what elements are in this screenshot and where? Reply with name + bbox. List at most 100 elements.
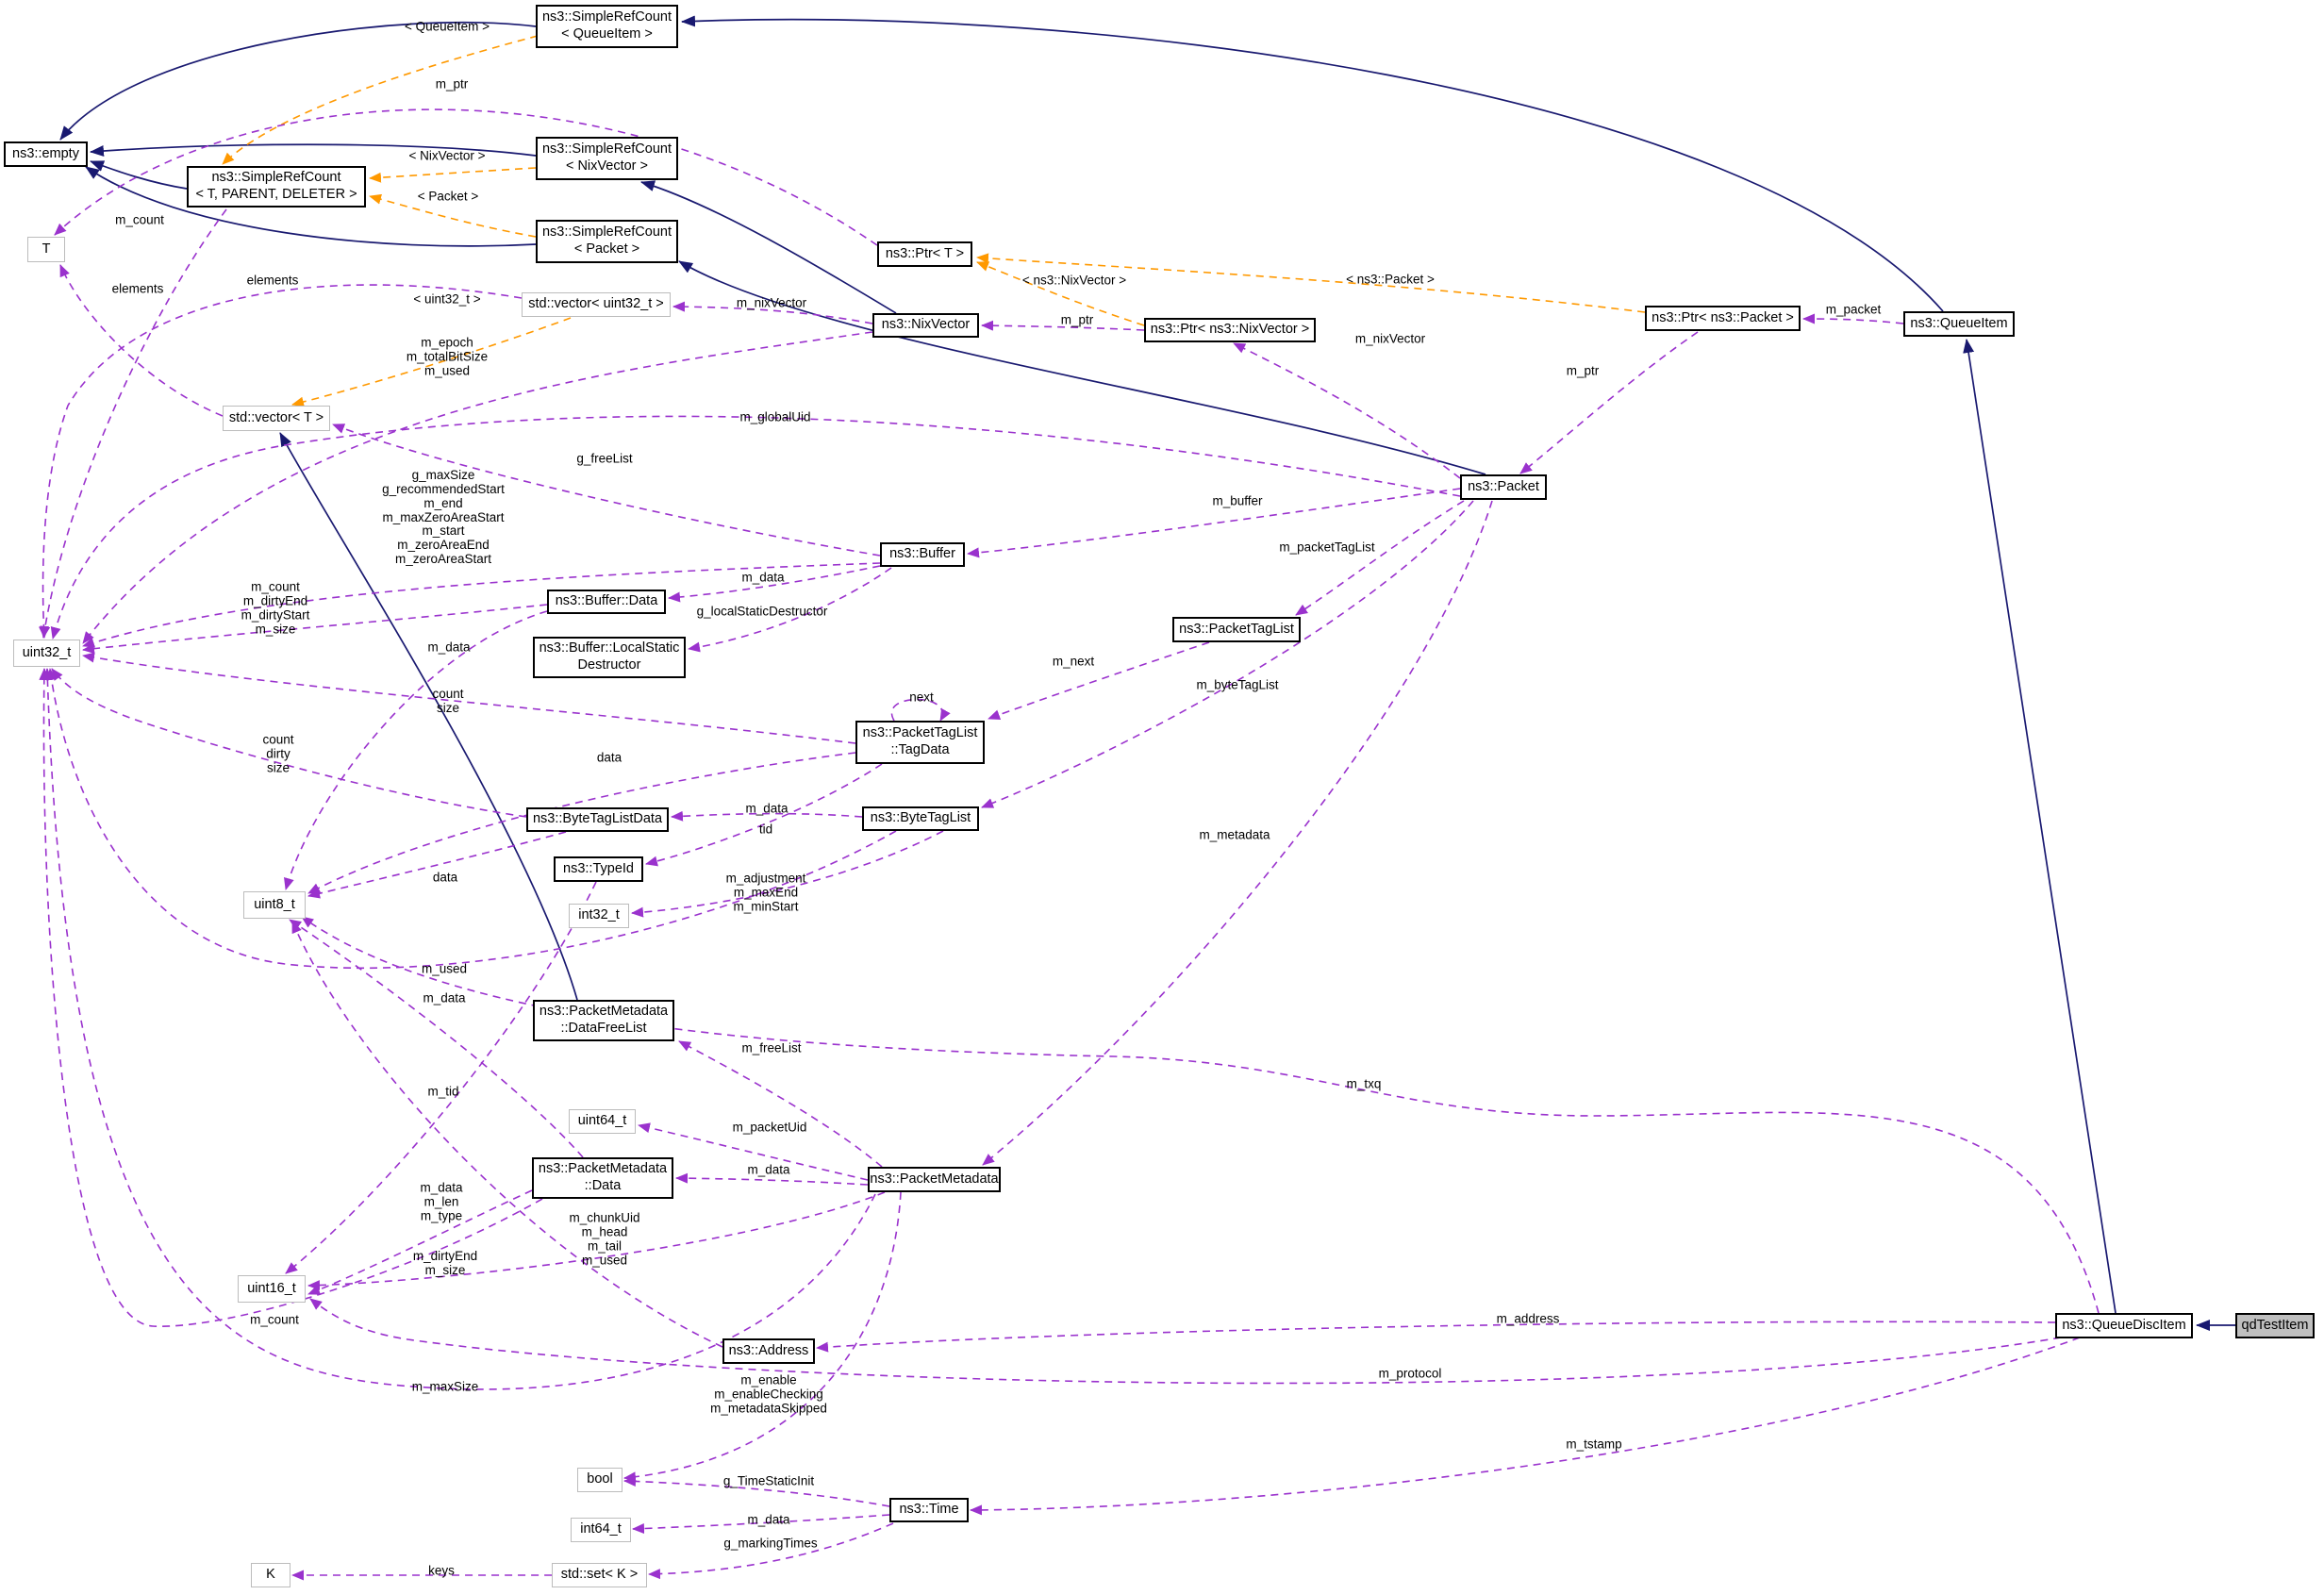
class-box-set-k: std::set< K >: [552, 1563, 647, 1587]
edge-tagdata-data: [307, 752, 856, 894]
edge-bytetaglistdata-data: [307, 831, 567, 899]
edge-pm-data-m-count: [39, 668, 543, 1327]
edge-packetmetadata-m-freelist: [678, 1040, 883, 1168]
class-box-uint64: uint64_t: [569, 1109, 636, 1134]
edge-packetmetadata-m-maxsize: [42, 668, 876, 1390]
class-box-int32: int32_t: [569, 904, 629, 928]
edge-ptr-t-m-ptr: [54, 108, 878, 246]
class-box-uint8: uint8_t: [243, 891, 306, 919]
class-box-nixvector[interactable]: ns3::NixVector: [872, 313, 979, 338]
class-box-uint16: uint16_t: [238, 1275, 306, 1303]
class-box-address[interactable]: ns3::Address: [722, 1338, 815, 1364]
class-box-k: K: [251, 1563, 290, 1587]
class-box-ptr-packet[interactable]: ns3::Ptr< ns3::Packet >: [1645, 306, 1801, 331]
class-box-queuediscitem[interactable]: ns3::QueueDiscItem: [2055, 1313, 2193, 1338]
class-box-bytetaglist[interactable]: ns3::ByteTagList: [862, 806, 979, 831]
edge-tmpl-ns3-packet: [976, 253, 1646, 313]
edge-bytetaglist-m-used: [46, 668, 897, 970]
edge-tagdata-next: [890, 698, 951, 722]
edge-tmpl-ns3-nixvector: [976, 261, 1145, 326]
edge-packet-m-nixvector: [1233, 342, 1461, 479]
edge-simplerefcount-nixvector-to-empty: [90, 143, 537, 157]
edge-queuediscitem-m-protocol: [309, 1298, 2062, 1385]
edge-buffer-g-localstaticdestructor: [688, 567, 892, 653]
edge-tmpl-uint32: [291, 317, 572, 407]
edge-bytetaglist-m-data: [671, 810, 863, 822]
edge-tmpl-packet: [369, 193, 537, 238]
edge-queueitem-m-packet: [1802, 313, 1904, 324]
edge-bytetaglist-adjustments: [631, 830, 944, 918]
edge-address-members: [291, 921, 723, 1348]
class-box-time[interactable]: ns3::Time: [889, 1498, 969, 1522]
edge-packet-m-buffer: [967, 488, 1461, 558]
edge-nixvector-counters: [82, 331, 873, 644]
edge-time-g-timestaticinit: [623, 1475, 890, 1507]
class-box-empty[interactable]: ns3::empty: [4, 141, 88, 167]
edge-buffer-m-data: [668, 565, 881, 603]
edge-packetmetadata-uint16-members: [307, 1191, 886, 1291]
edge-buffer-g-freelist: [332, 424, 881, 557]
class-box-vector-t: std::vector< T >: [223, 406, 330, 431]
class-box-ptr-t[interactable]: ns3::Ptr< T >: [877, 241, 972, 267]
class-box-buffer-data[interactable]: ns3::Buffer::Data: [547, 590, 666, 614]
class-box-qdtestitem: qdTestItem: [2235, 1313, 2315, 1338]
class-box-int64: int64_t: [571, 1518, 631, 1542]
edge-simplerefcount-t-parent-deleter-to-empty: [90, 160, 188, 190]
class-box-packettaglist[interactable]: ns3::PacketTagList: [1172, 617, 1301, 642]
edge-packetmetadata-m-packetuid: [638, 1122, 869, 1181]
edge-queuediscitem-m-address: [816, 1321, 2056, 1353]
edge-pm-data-m-data: [289, 919, 584, 1158]
edge-tagdata-count-size: [82, 652, 856, 744]
edge-packettaglist-m-next: [988, 641, 1210, 720]
edge-datafreelist-to-vector-t: [279, 432, 578, 1001]
class-box-bool: bool: [577, 1468, 622, 1492]
edge-time-g-markingtimes: [648, 1522, 894, 1580]
edge-time-m-data: [632, 1514, 890, 1535]
edge-typeid-m-tid: [285, 881, 597, 1274]
edge-buffer-bounds: [82, 562, 881, 648]
edge-packet-m-globaluid: [50, 415, 1461, 640]
edge-packet-m-bytetaglist: [981, 500, 1474, 808]
edge-pm-data-m-dirtyend-size: [307, 1189, 533, 1295]
class-box-packetmetadata-datafreelist[interactable]: ns3::PacketMetadata ::DataFreeList: [533, 1000, 674, 1041]
edge-vector-uint32-elements: [38, 284, 523, 639]
class-box-packetmetadata-data[interactable]: ns3::PacketMetadata ::Data: [532, 1157, 673, 1199]
edge-ptr-packet-m-ptr: [1519, 331, 1699, 474]
edge-packet-m-metadata: [982, 500, 1493, 1166]
edge-queueitem-to-simplerefcount-queueitem: [681, 15, 1944, 312]
class-box-packet[interactable]: ns3::Packet: [1460, 474, 1547, 500]
edge-vector-t-elements: [59, 264, 224, 417]
edge-packetmetadata-m-data: [675, 1172, 869, 1186]
edge-simplerefcount-packet-to-empty: [85, 166, 537, 247]
class-box-vector-uint32: std::vector< uint32_t >: [522, 292, 671, 317]
class-box-simplerefcount-queueitem[interactable]: ns3::SimpleRefCount < QueueItem >: [536, 5, 678, 48]
edge-tagdata-tid: [645, 763, 883, 867]
edge-tmpl-nixvector: [369, 167, 537, 183]
class-box-typeid[interactable]: ns3::TypeId: [554, 856, 643, 882]
edge-nixvector-to-simplerefcount-nixvector: [640, 180, 897, 314]
class-box-uint32: uint32_t: [13, 640, 80, 667]
class-box-simplerefcount-t-parent-deleter[interactable]: ns3::SimpleRefCount < T, PARENT, DELETER…: [187, 166, 366, 208]
class-box-buffer[interactable]: ns3::Buffer: [880, 542, 965, 567]
edge-queuediscitem-to-queueitem: [1963, 339, 2116, 1314]
class-box-queueitem[interactable]: ns3::QueueItem: [1903, 311, 2015, 337]
edge-simplerefcount-m-count: [40, 208, 227, 639]
edge-simplerefcount-queueitem-to-empty: [59, 21, 537, 141]
edge-packet-to-simplerefcount-packet: [678, 260, 1486, 475]
class-box-buffer-localstaticdestructor[interactable]: ns3::Buffer::LocalStatic Destructor: [533, 637, 686, 678]
edge-queuediscitem-m-tstamp: [970, 1337, 2081, 1516]
class-box-simplerefcount-nixvector[interactable]: ns3::SimpleRefCount < NixVector >: [536, 137, 678, 180]
class-box-simplerefcount-packet[interactable]: ns3::SimpleRefCount < Packet >: [536, 220, 678, 263]
edge-packet-m-packettaglist: [1295, 500, 1465, 616]
class-box-ptr-nixvector[interactable]: ns3::Ptr< ns3::NixVector >: [1144, 318, 1316, 342]
edge-bytetaglistdata-counters: [51, 668, 527, 818]
class-box-packettaglist-tagdata[interactable]: ns3::PacketTagList ::TagData: [855, 721, 985, 764]
edge-tmpl-queueitem: [222, 35, 539, 165]
class-box-packetmetadata[interactable]: ns3::PacketMetadata: [868, 1167, 1001, 1192]
edge-buffer-data-counters: [82, 604, 548, 655]
class-box-bytetaglistdata[interactable]: ns3::ByteTagListData: [526, 807, 669, 832]
edge-ptr-nixvector-m-ptr: [981, 320, 1145, 331]
edge-buffer-data-m-data: [284, 610, 548, 890]
